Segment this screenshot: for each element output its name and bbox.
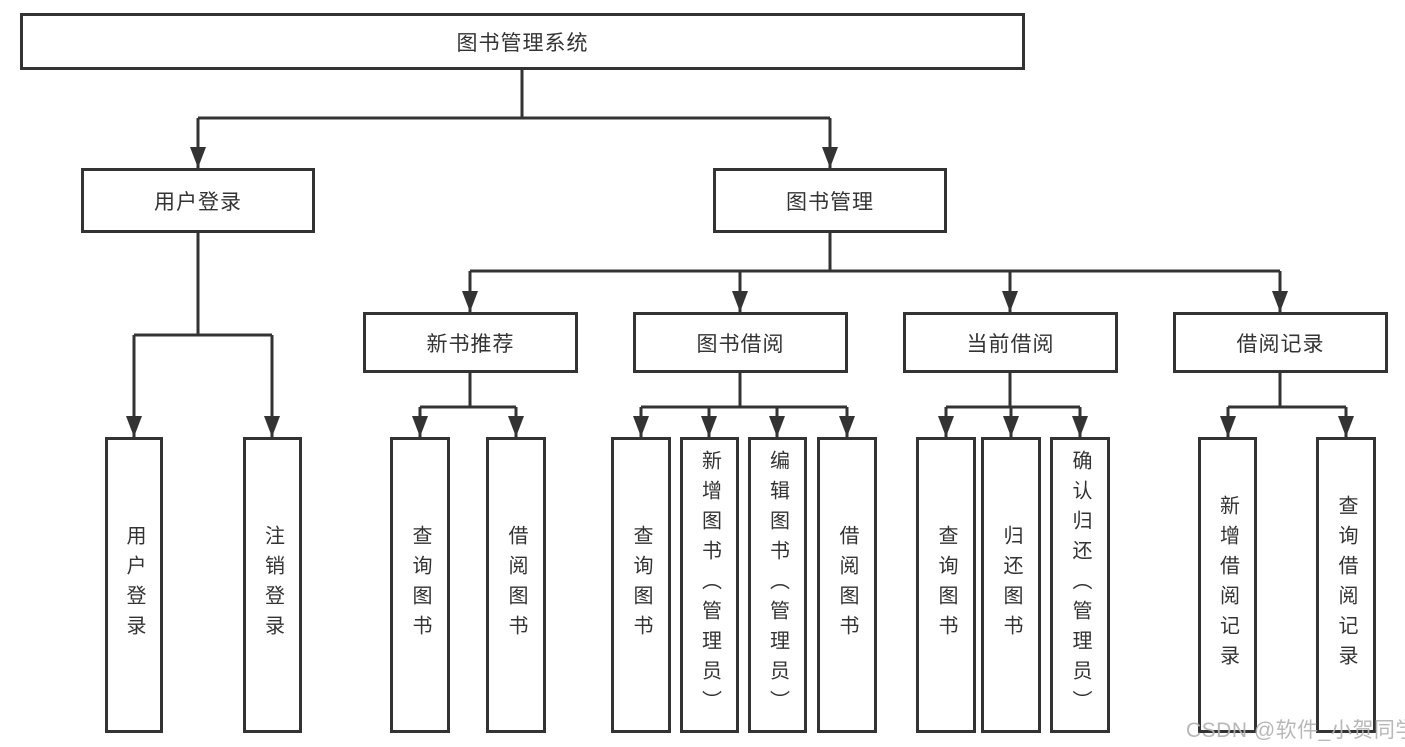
leaf-user-login: 用户登录 [105, 437, 163, 733]
leaf-borrow-books-rec: 借阅图书 [486, 437, 546, 733]
csdn-watermark: CSDN @软件_小贺同学 [1186, 719, 1405, 742]
node-book-management: 图书管理 [713, 168, 947, 233]
leaf-query-books-current-label: 查询图书 [935, 525, 957, 645]
leaf-add-books-admin-label: 新增图书（管理员） [698, 450, 721, 720]
node-borrowing-record-label: 借阅记录 [1236, 332, 1325, 356]
leaf-borrow-books-label: 借阅图书 [836, 525, 858, 645]
leaf-user-login-label: 用户登录 [123, 525, 145, 645]
leaf-confirm-return-admin: 确认归还（管理员） [1050, 437, 1110, 733]
node-current-borrowing-label: 当前借阅 [966, 332, 1055, 356]
node-new-book-recommendation: 新书推荐 [363, 312, 578, 373]
leaf-query-borrow-record-label: 查询借阅记录 [1335, 495, 1357, 675]
leaf-query-books-rec: 查询图书 [390, 437, 450, 733]
node-library-management-system: 图书管理系统 [20, 13, 1025, 70]
leaf-borrow-books: 借阅图书 [817, 437, 877, 733]
node-book-borrowing: 图书借阅 [633, 312, 848, 373]
leaf-query-books-current: 查询图书 [916, 437, 976, 733]
leaf-query-borrow-record: 查询借阅记录 [1316, 437, 1376, 733]
leaf-edit-books-admin-label: 编辑图书（管理员） [766, 450, 789, 720]
leaf-logout-label: 注销登录 [261, 525, 284, 645]
leaf-confirm-return-admin-label: 确认归还（管理员） [1069, 450, 1091, 720]
node-book-borrowing-label: 图书借阅 [696, 332, 785, 356]
leaf-return-books-label: 归还图书 [1000, 525, 1022, 645]
leaf-add-books-admin: 新增图书（管理员） [680, 437, 739, 733]
leaf-borrow-books-rec-label: 借阅图书 [505, 525, 527, 645]
node-user-login-label: 用户登录 [154, 190, 242, 214]
leaf-edit-books-admin: 编辑图书（管理员） [748, 437, 807, 733]
node-book-management-label: 图书管理 [786, 190, 874, 214]
leaf-query-books-borrow: 查询图书 [611, 437, 671, 733]
leaf-query-books-borrow-label: 查询图书 [630, 525, 652, 645]
node-user-login: 用户登录 [81, 168, 315, 233]
leaf-add-borrow-record: 新增借阅记录 [1198, 437, 1257, 733]
node-new-book-recommendation-label: 新书推荐 [426, 332, 515, 356]
node-current-borrowing: 当前借阅 [903, 312, 1118, 373]
leaf-logout: 注销登录 [243, 437, 302, 733]
node-library-management-system-label: 图书管理系统 [456, 31, 589, 55]
leaf-return-books: 归还图书 [981, 437, 1041, 733]
node-borrowing-record: 借阅记录 [1173, 312, 1388, 373]
leaf-query-books-rec-label: 查询图书 [409, 525, 431, 645]
leaf-add-borrow-record-label: 新增借阅记录 [1216, 495, 1239, 675]
